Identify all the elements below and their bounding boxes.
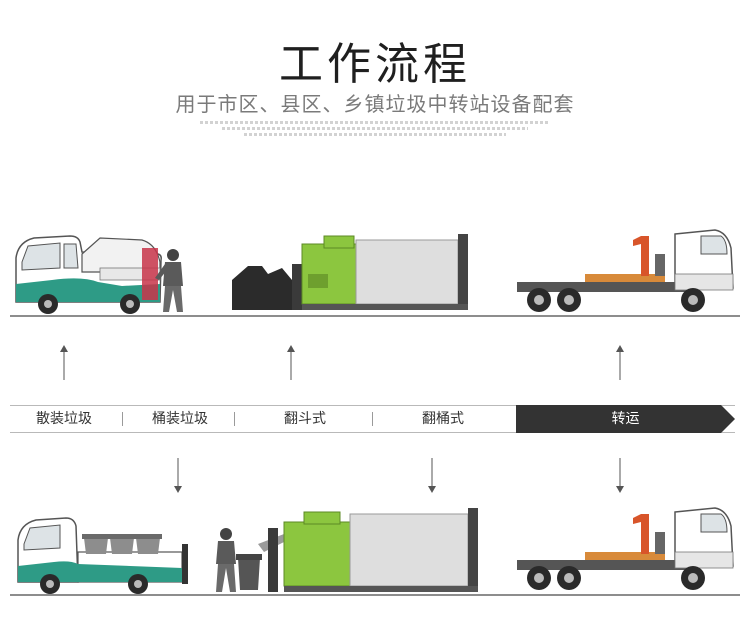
ground-line-bottom — [10, 594, 740, 596]
ground-line-top — [10, 315, 740, 317]
process-bar: 散装垃圾 桶装垃圾 翻斗式 翻桶式 转运 — [10, 405, 735, 433]
page-subtitle: 用于市区、县区、乡镇垃圾中转站设备配套 — [175, 92, 575, 116]
arrow-down-icon — [616, 458, 624, 493]
step-bin-tipper: 翻桶式 — [422, 411, 464, 427]
arrow-up-icon — [287, 345, 295, 380]
step-separator — [122, 412, 123, 426]
bin-carrier-truck-icon — [17, 517, 188, 594]
hook-lift-truck-icon — [517, 229, 734, 312]
decorative-text-line — [244, 133, 506, 136]
hook-lift-truck-icon — [517, 507, 734, 590]
arrow-up-icon — [60, 345, 68, 380]
step-bulk-waste: 散装垃圾 — [36, 411, 92, 427]
electric-garbage-truck-icon — [15, 235, 162, 314]
step-flip-bucket: 翻斗式 — [284, 411, 326, 427]
step-separator — [372, 412, 373, 426]
bin-tipper-station-icon — [216, 508, 478, 592]
page-title: 工作流程 — [279, 39, 471, 90]
arrow-up-icon — [616, 345, 624, 380]
process-bar-active-arrow — [516, 405, 735, 433]
compactor-station-icon — [232, 234, 468, 310]
step-transfer: 转运 — [611, 411, 640, 427]
arrow-down-icon — [428, 458, 436, 493]
step-separator — [234, 412, 235, 426]
arrow-down-icon — [174, 458, 182, 493]
decorative-text-line — [200, 121, 550, 124]
step-bin-waste: 桶装垃圾 — [152, 411, 208, 427]
decorative-text-line — [222, 127, 528, 130]
worker-icon — [155, 249, 183, 312]
